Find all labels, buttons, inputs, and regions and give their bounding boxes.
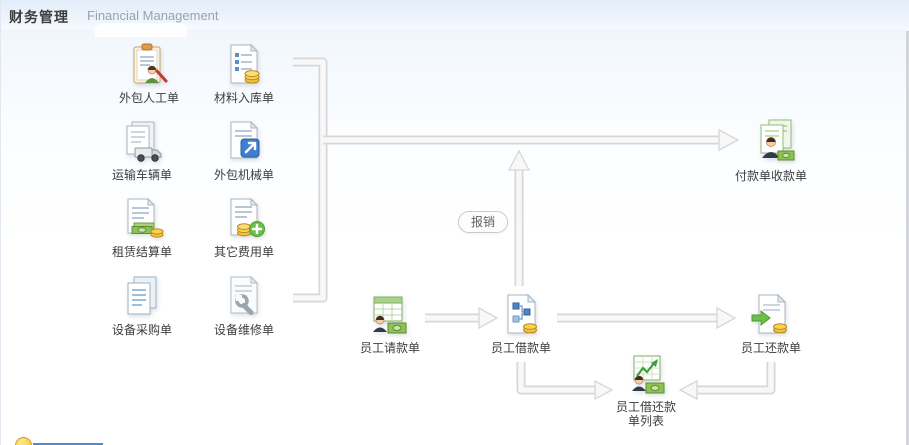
node-label: 外包机械单 bbox=[213, 168, 274, 182]
node-label: 其它费用单 bbox=[213, 245, 274, 259]
reimburse-edge-label: 报销 bbox=[458, 211, 508, 233]
chart-person-cash-icon bbox=[612, 353, 680, 397]
clipboard-worker-icon bbox=[109, 42, 189, 88]
arrow-loan-up-reimburse bbox=[507, 149, 531, 286]
title-tab-highlight bbox=[95, 23, 187, 37]
node-label: 运输车辆单 bbox=[111, 168, 172, 182]
document-list-coins-icon bbox=[204, 42, 284, 88]
document-wrench-icon bbox=[204, 274, 284, 320]
node-label: 员工借还款单列表 bbox=[615, 400, 676, 428]
node-label: 设备维修单 bbox=[213, 323, 274, 337]
node-other-expense[interactable]: 其它费用单 bbox=[204, 196, 284, 259]
node-employee-loan-list[interactable]: 员工借还款单列表 bbox=[612, 353, 680, 428]
node-label: 外包人工单 bbox=[118, 91, 179, 105]
stacked-documents-icon bbox=[102, 274, 182, 320]
table-person-cash-icon bbox=[350, 292, 430, 338]
node-lease-settlement[interactable]: 租赁结算单 bbox=[102, 196, 182, 259]
arrow-to-payment-receipt bbox=[323, 128, 740, 152]
node-material-inbound[interactable]: 材料入库单 bbox=[204, 42, 284, 105]
arrow-loan-to-repayment bbox=[557, 306, 737, 330]
documents-truck-icon bbox=[102, 119, 182, 165]
node-employee-repayment[interactable]: 员工还款单 bbox=[731, 292, 811, 355]
document-blue-arrow-icon bbox=[204, 119, 284, 165]
arrow-loan-to-list bbox=[516, 362, 614, 401]
document-cash-icon bbox=[102, 196, 182, 242]
page-subtitle: Financial Management bbox=[87, 8, 219, 23]
bottom-left-accent-line bbox=[33, 443, 103, 445]
document-return-arrow-coins-icon bbox=[731, 292, 811, 338]
node-outsourced-machinery[interactable]: 外包机械单 bbox=[204, 119, 284, 182]
collector-bracket bbox=[293, 57, 328, 303]
node-label: 员工还款单 bbox=[740, 341, 801, 355]
node-outsourced-labor[interactable]: 外包人工单 bbox=[109, 42, 189, 105]
node-equipment-repair[interactable]: 设备维修单 bbox=[204, 274, 284, 337]
node-employee-loan[interactable]: 员工借款单 bbox=[481, 292, 561, 355]
bottom-left-partial-button[interactable] bbox=[15, 437, 32, 445]
node-payment-receipt[interactable]: 付款单收款单 bbox=[727, 118, 815, 183]
node-equipment-purchase[interactable]: 设备采购单 bbox=[102, 274, 182, 337]
node-label: 付款单收款单 bbox=[734, 169, 807, 183]
node-label: 材料入库单 bbox=[213, 91, 274, 105]
node-label: 租赁结算单 bbox=[111, 245, 172, 259]
documents-person-cash-icon bbox=[727, 118, 815, 166]
page-title: 财务管理 bbox=[9, 9, 69, 25]
scrollbar-track[interactable] bbox=[906, 31, 909, 445]
document-flowchart-coins-icon bbox=[481, 292, 561, 338]
document-coins-plus-icon bbox=[204, 196, 284, 242]
node-label: 设备采购单 bbox=[111, 323, 172, 337]
node-label: 员工借款单 bbox=[490, 341, 551, 355]
node-employee-request[interactable]: 员工请款单 bbox=[350, 292, 430, 355]
arrow-repayment-to-list bbox=[678, 362, 776, 401]
node-label: 员工请款单 bbox=[359, 341, 420, 355]
node-transport-vehicle[interactable]: 运输车辆单 bbox=[102, 119, 182, 182]
page-header: 财务管理 Financial Management bbox=[1, 0, 909, 37]
